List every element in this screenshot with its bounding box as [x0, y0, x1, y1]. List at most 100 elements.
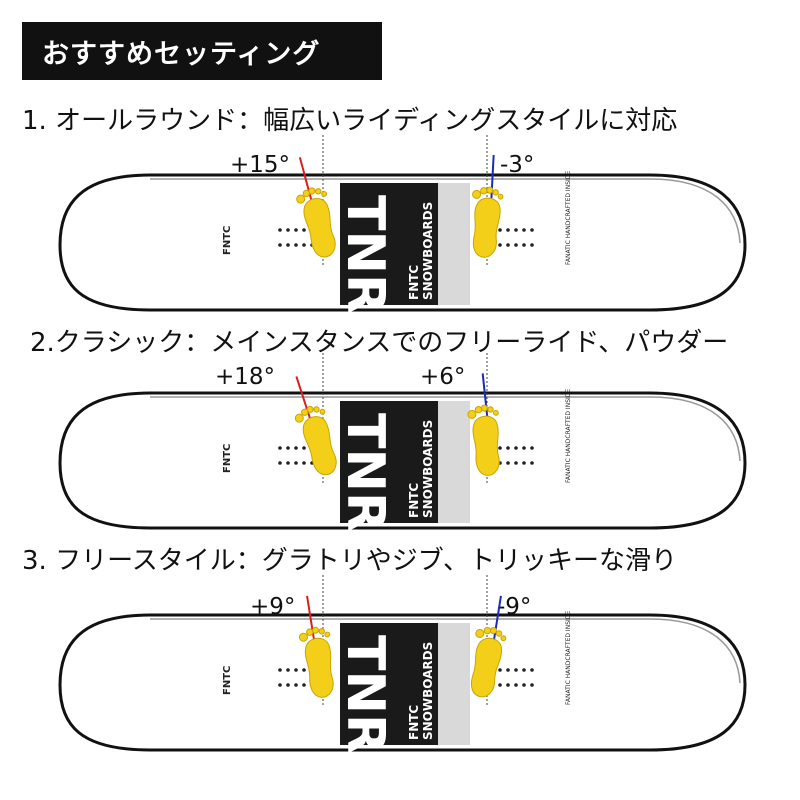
setting-2-front-angle: +18°	[215, 364, 276, 390]
insert-dot	[302, 228, 306, 232]
insert-dot	[294, 228, 298, 232]
foot-toe	[467, 409, 477, 419]
insert-dot	[530, 683, 534, 687]
foot-toe	[474, 406, 483, 414]
foot-toe	[324, 631, 331, 638]
back-foot-icon	[470, 626, 507, 698]
foot-toe	[306, 405, 314, 413]
foot-toe	[296, 194, 306, 204]
foot-toe	[472, 189, 482, 199]
insert-dot	[522, 683, 526, 687]
insert-dot	[514, 446, 518, 450]
insert-dot	[302, 461, 306, 465]
insert-dot	[498, 446, 502, 450]
foot-toe	[483, 626, 492, 635]
board-graphic-grey	[438, 401, 470, 523]
board-big-letters: TNR	[335, 413, 395, 532]
board-vertical-text-1: FNTC	[407, 265, 421, 300]
front-foot-icon	[298, 626, 334, 698]
front-foot-icon	[296, 187, 336, 258]
foot-toe	[475, 628, 485, 638]
page-title: おすすめセッティング	[22, 22, 382, 80]
back-foot-icon	[472, 186, 504, 258]
board-graphic-block	[340, 183, 438, 305]
board-vertical-text-1: FNTC	[407, 483, 421, 518]
insert-dot	[522, 243, 526, 247]
board-tail-text: FANATIC HANDCRAFTED INSIDE	[565, 389, 572, 483]
board-big-letters: TNR	[335, 635, 395, 754]
insert-dot	[286, 446, 290, 450]
setting-3-title: 3. フリースタイル：グラトリやジブ、トリッキーな滑り	[22, 546, 677, 576]
insert-dot	[286, 243, 290, 247]
board-edge	[150, 396, 741, 462]
foot-toe	[495, 630, 503, 637]
foot-toe	[480, 404, 488, 412]
insert-dot	[278, 461, 282, 465]
insert-dot	[294, 668, 298, 672]
foot-toe	[493, 410, 499, 416]
insert-dot	[506, 446, 510, 450]
board-vertical-text-1: FNTC	[407, 705, 421, 740]
insert-dot	[530, 228, 534, 232]
insert-dot	[522, 228, 526, 232]
foot-toe	[321, 190, 327, 197]
foot-toe	[489, 627, 497, 635]
foot-toe	[480, 187, 488, 195]
insert-dot	[302, 668, 306, 672]
foot-toe	[500, 635, 507, 642]
insert-dot	[530, 668, 534, 672]
board-edge	[150, 178, 741, 244]
insert-dot	[498, 243, 502, 247]
foot-sole	[304, 637, 334, 698]
insert-dot	[294, 683, 298, 687]
foot-sole	[472, 415, 500, 476]
foot-toe	[313, 406, 320, 413]
board-graphic-grey	[438, 623, 470, 745]
insert-dot	[294, 446, 298, 450]
insert-dot	[278, 668, 282, 672]
board-logo-left: FNTC	[222, 226, 233, 255]
insert-dot	[278, 446, 282, 450]
foot-toe	[486, 186, 494, 194]
board-inserts	[278, 668, 534, 687]
board-inserts	[278, 228, 534, 247]
foot-toe	[319, 408, 326, 415]
insert-dot	[506, 228, 510, 232]
insert-dot	[530, 243, 534, 247]
insert-dot	[498, 668, 502, 672]
insert-dot	[506, 461, 510, 465]
foot-sole	[302, 416, 337, 476]
insert-dot	[278, 683, 282, 687]
insert-dot	[294, 243, 298, 247]
foot-toe	[312, 626, 320, 634]
front-foot-icon	[294, 405, 337, 476]
setting-2-back-angle: +6°	[420, 364, 466, 390]
insert-dot	[286, 228, 290, 232]
foot-sole	[303, 198, 336, 258]
foot-toe	[497, 193, 504, 200]
insert-dot	[506, 683, 510, 687]
foot-toe	[487, 406, 494, 413]
foot-toe	[298, 632, 308, 642]
insert-dot	[530, 446, 534, 450]
insert-dot	[302, 683, 306, 687]
foot-toe	[318, 628, 325, 635]
board-edge	[150, 618, 741, 684]
insert-dot	[294, 461, 298, 465]
board-inserts	[278, 446, 534, 465]
insert-dot	[522, 446, 526, 450]
insert-dot	[286, 683, 290, 687]
board-graphic-block	[340, 401, 438, 523]
back-foot-icon	[467, 404, 500, 476]
insert-dot	[278, 228, 282, 232]
insert-dot	[522, 668, 526, 672]
foot-sole	[472, 197, 501, 258]
setting-1-title: 1. オールラウンド：幅広いライディングスタイルに対応	[22, 106, 678, 136]
insert-dot	[506, 243, 510, 247]
foot-toe	[315, 188, 322, 195]
board-vertical-text-2: SNOWBOARDS	[421, 642, 435, 740]
insert-dot	[286, 668, 290, 672]
insert-dot	[530, 461, 534, 465]
setting-2-title: 2.クラシック：メインスタンスでのフリーライド、パウダー	[30, 328, 729, 358]
